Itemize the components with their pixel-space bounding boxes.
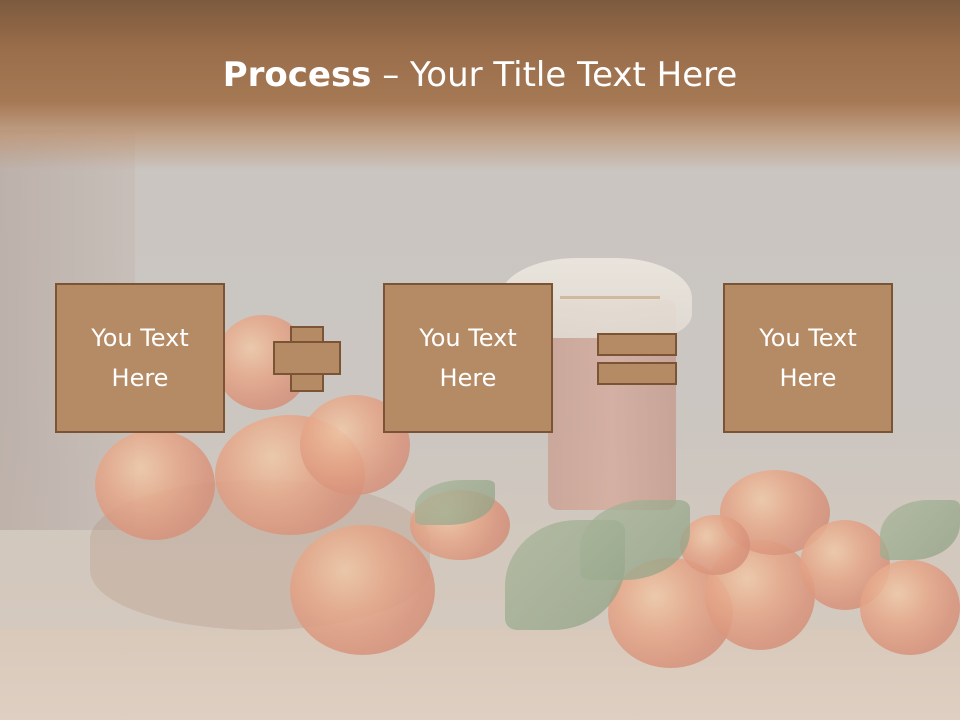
process-box-2-text: You Text Here bbox=[419, 324, 517, 392]
peach-image bbox=[290, 525, 435, 655]
jar-string bbox=[560, 296, 660, 299]
peach-image bbox=[95, 430, 215, 540]
peach-image bbox=[680, 515, 750, 575]
title-band bbox=[0, 0, 960, 170]
process-box-1-text: You Text Here bbox=[91, 324, 189, 392]
process-box-3[interactable]: You Text Here bbox=[723, 283, 893, 433]
background-table bbox=[0, 630, 960, 720]
process-box-2[interactable]: You Text Here bbox=[383, 283, 553, 433]
title-bold: Process bbox=[222, 55, 372, 95]
peach-image bbox=[860, 560, 960, 655]
plus-center bbox=[292, 343, 322, 373]
slide-title: Process – Your Title Text Here bbox=[0, 53, 960, 97]
process-box-1[interactable]: You Text Here bbox=[55, 283, 225, 433]
equals-bottom-bar bbox=[597, 362, 677, 385]
equals-top-bar bbox=[597, 333, 677, 356]
process-box-3-text: You Text Here bbox=[759, 324, 857, 392]
title-rest: – Your Title Text Here bbox=[371, 55, 738, 95]
